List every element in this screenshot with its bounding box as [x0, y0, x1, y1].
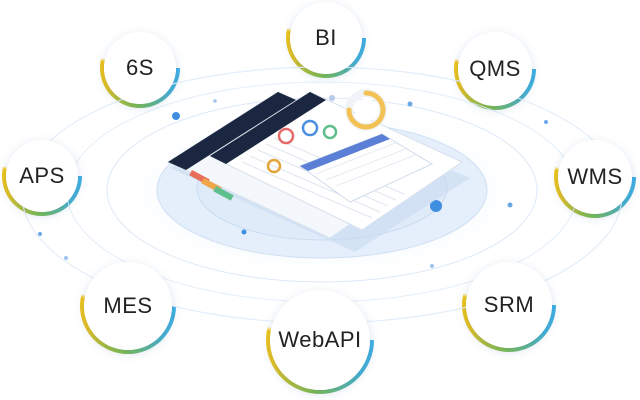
orbit-dot [172, 112, 180, 120]
module-6s[interactable]: 6S [100, 28, 180, 108]
dashboard-screens [166, 89, 470, 252]
module-srm[interactable]: SRM [462, 258, 556, 352]
module-aps[interactable]: APS [2, 136, 82, 216]
orbit-dot [544, 120, 548, 124]
orbit-dot [430, 264, 434, 268]
orbit-dot [241, 229, 247, 235]
orbit-dot [38, 232, 42, 236]
module-wms[interactable]: WMS [554, 136, 636, 218]
orbit-dot [213, 99, 217, 103]
module-mes[interactable]: MES [80, 258, 176, 354]
module-mes-label: MES [103, 293, 153, 318]
module-qms-label: QMS [469, 56, 521, 81]
module-wms-label: WMS [567, 164, 623, 189]
module-qms[interactable]: QMS [454, 28, 536, 110]
orbit-dot [407, 101, 413, 107]
module-bi[interactable]: BI [286, 0, 366, 78]
orbit-dot [64, 256, 68, 260]
module-aps-label: APS [19, 163, 65, 188]
module-6s-label: 6S [126, 55, 154, 80]
orbit-dot [507, 202, 513, 208]
module-srm-label: SRM [483, 292, 535, 317]
dashboard-illustration [150, 70, 480, 270]
orbit-dot [430, 200, 442, 212]
module-webapi[interactable]: WebAPI [266, 286, 374, 394]
module-bi-label: BI [315, 25, 337, 50]
module-webapi-label: WebAPI [278, 327, 362, 352]
